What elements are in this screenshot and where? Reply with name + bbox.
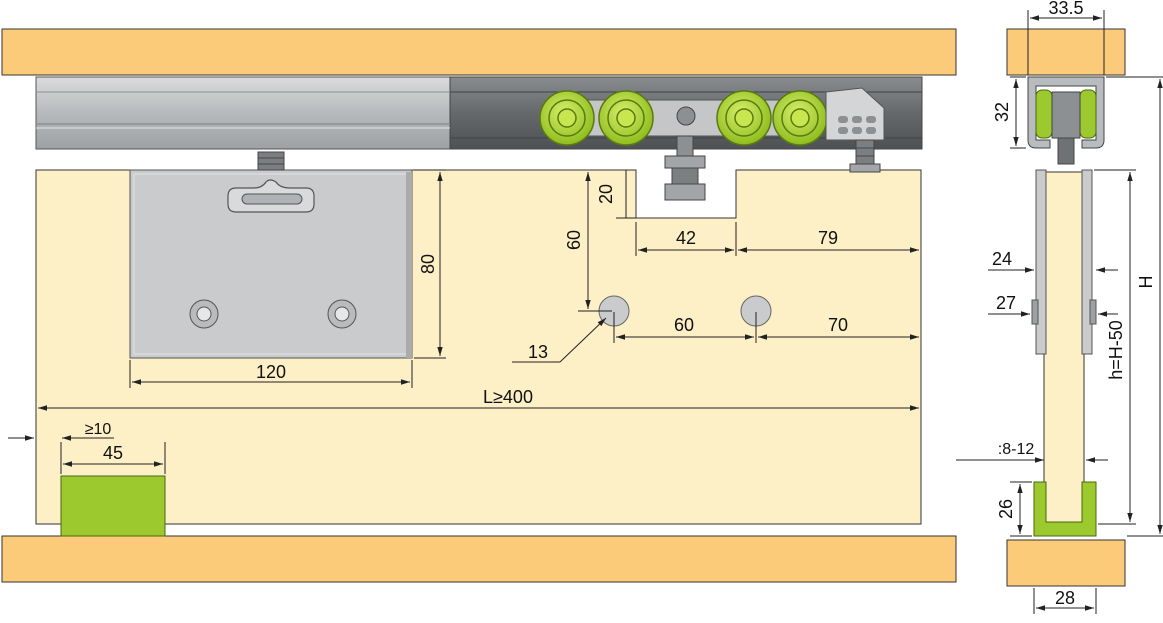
front-view: 120 80 20 60 42 79 60 70 13 L≥400 ≥10 45	[1, 28, 957, 583]
label-stop-width: 45	[103, 443, 123, 463]
label-gap: :8-12	[998, 441, 1035, 458]
label-rail-width: 33.5	[1048, 0, 1083, 18]
side-view: 33.5 32 H h=H-50 24 27 :8-12 26 28	[956, 0, 1163, 614]
label-hole-to-edge: 70	[828, 315, 848, 335]
label-fixing-24: 24	[992, 249, 1012, 269]
label-total-height: H	[1136, 276, 1156, 289]
floor-guide	[1033, 481, 1097, 537]
mounting-plate	[129, 151, 413, 359]
label-door-height: h=H-50	[1106, 320, 1126, 380]
side-floor-beam	[1006, 539, 1126, 587]
top-beam	[1, 28, 957, 76]
label-notch-width: 42	[676, 228, 696, 248]
label-hole-diameter: 13	[528, 342, 548, 362]
label-stop-gap: ≥10	[85, 421, 112, 438]
side-dimensions	[956, 10, 1163, 614]
label-plate-height: 80	[418, 254, 438, 274]
roller-3	[716, 90, 772, 146]
label-guide-width: 28	[1055, 588, 1075, 608]
side-top-beam	[1006, 28, 1126, 76]
label-notch-to-edge: 79	[818, 228, 838, 248]
label-door-length: L≥400	[483, 387, 533, 407]
label-notch-depth: 20	[596, 184, 616, 204]
label-guide-height: 26	[996, 499, 1016, 519]
label-hole-height: 60	[564, 230, 584, 250]
label-hole-spacing: 60	[674, 315, 694, 335]
roller-2	[598, 90, 654, 146]
floor-stop	[60, 475, 166, 537]
front-dimensions	[8, 169, 919, 474]
roller-carriage	[539, 87, 885, 201]
side-door	[1043, 171, 1085, 527]
label-rail-height: 32	[992, 102, 1012, 122]
floor-beam	[1, 535, 957, 583]
label-plate-width: 120	[256, 362, 286, 382]
label-fixing-27: 27	[996, 293, 1016, 313]
side-rail-profile	[1027, 76, 1105, 165]
roller-4	[772, 90, 828, 146]
side-bracket	[1031, 169, 1097, 355]
roller-1	[539, 90, 595, 146]
